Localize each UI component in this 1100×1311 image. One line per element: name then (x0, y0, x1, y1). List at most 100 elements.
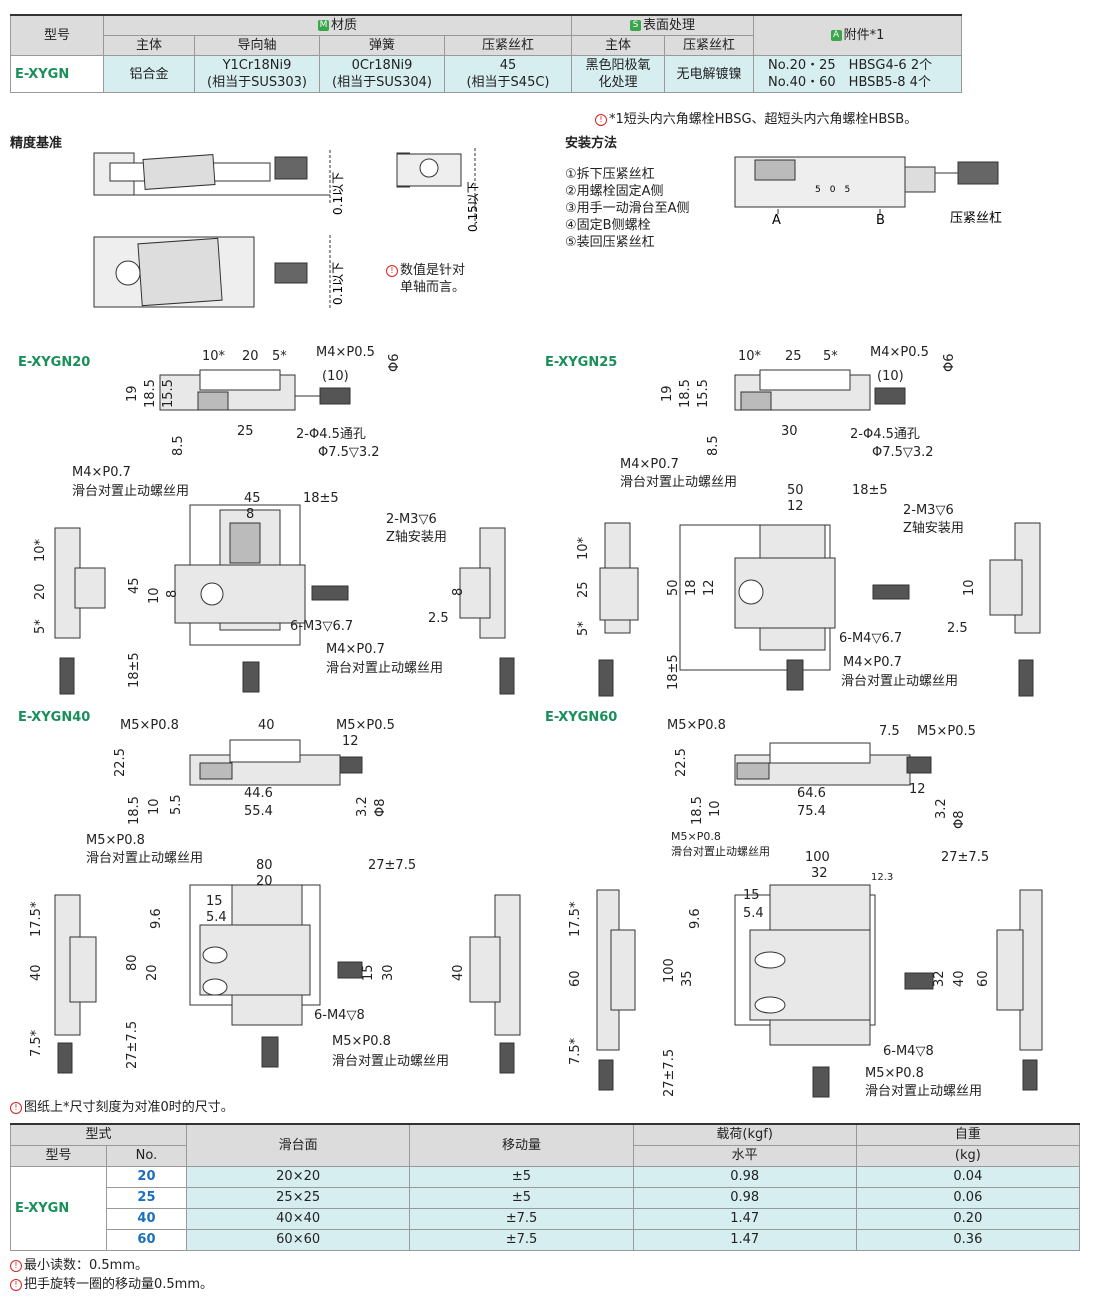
xygn40-phi8: Φ8 (373, 798, 388, 817)
footer-note-2: !把手旋转一圈的移动量0.5mm。 (10, 1275, 213, 1294)
xygn25-v25b: 2.5 (947, 621, 968, 636)
xygn20-d85: 8.5 (171, 435, 186, 456)
precision-diagram: 0.1以下 0.1以下 (93, 150, 410, 310)
data-travel: ±5 (409, 1166, 634, 1188)
xygn60-v40: 40 (952, 970, 967, 987)
xygn20-d10: 10* (202, 349, 226, 364)
xygn60-d275: 27±7.5 (941, 850, 989, 865)
warning-icon: ! (10, 1278, 22, 1291)
xygn25-lock2b: 滑台对置止动螺丝用 (841, 674, 958, 689)
xygn25-d10p: (10) (877, 369, 904, 384)
xygn60-d646: 64.6 (797, 786, 826, 801)
xygn40-v175: 17.5* (29, 901, 44, 937)
precision-note-2: 单轴而言。 (400, 280, 466, 295)
xygn60-d754: 75.4 (797, 804, 826, 819)
xygn40-left-knob-icon (57, 1042, 73, 1074)
precision-top-knob-icon (274, 262, 308, 284)
xygn60-d123: 12.3 (871, 872, 893, 883)
xygn20-v25: 2.5 (428, 611, 449, 626)
xygn40-d40: 40 (258, 718, 275, 733)
spec-guide-1: Y1Cr18Ni9 (222, 58, 292, 73)
xygn40-v75: 7.5* (29, 1029, 44, 1057)
data-no: 60 (106, 1229, 187, 1251)
xygn60-drawing: M5×P0.8 7.5 M5×P0.5 22.5 18.5 10 64.6 75… (568, 718, 1043, 1099)
xygn25-d10: 10* (738, 349, 762, 364)
install-spring (754, 159, 796, 181)
spec-sub-screw: 压紧丝杠 (444, 35, 572, 56)
xygn25-z2: Z轴安装用 (903, 521, 964, 536)
precision-dim-b: 0.15以下 (466, 181, 480, 232)
data-load: 0.98 (632, 1187, 857, 1209)
xygn20-d155: 15.5 (161, 379, 176, 408)
xygn60-right-block (996, 929, 1024, 1011)
xygn20-top-slide (174, 564, 306, 624)
xygn20-z1: 2-M3▽6 (386, 512, 437, 527)
xygn40-d80: 80 (256, 858, 273, 873)
xygn40-lock2b: 滑台对置止动螺丝用 (332, 1054, 449, 1069)
spec-surface-body: 黑色阳极氧化处理 (571, 55, 665, 93)
xygn40-v40: 40 (29, 964, 44, 981)
warning-icon: ! (10, 1259, 22, 1272)
precision-note-line1: !数值是针对 (386, 262, 465, 279)
xygn40-top-slot-icon-2 (202, 978, 228, 996)
xygn20-d5: 5* (272, 349, 287, 364)
xygn25-d25: 25 (785, 349, 802, 364)
warning-icon: ! (10, 1101, 22, 1114)
data-surface: 20×20 (185, 1166, 411, 1188)
xygn60-d185: 18.5 (690, 796, 705, 825)
xygn25-d5: 5* (823, 349, 838, 364)
spec-accessory-1: No.20・25 HBSG4-6 2个 (768, 58, 933, 73)
xygn20-d185: 18.5 (143, 379, 158, 408)
xygn20-top-knob-icon (311, 585, 349, 601)
xygn40-top-knob-icon (337, 961, 363, 979)
xygn60-m5: M5×P0.8 (667, 718, 726, 733)
data-surface: 25×25 (185, 1187, 411, 1209)
footer-note-1: !最小读数：0.5mm。 (10, 1256, 213, 1275)
data-surface: 60×60 (185, 1229, 411, 1251)
xygn20-v8: 8 (165, 590, 180, 598)
xygn40-d446: 44.6 (244, 786, 273, 801)
xygn25-lock1: M4×P0.7 (620, 457, 679, 472)
precision-title: 精度基准 (10, 136, 63, 151)
xygn40-right-block (469, 936, 501, 1003)
data-no: 40 (106, 1208, 187, 1230)
xygn60-d75: 7.5 (879, 724, 900, 739)
data-surface: 40×40 (185, 1208, 411, 1230)
xygn60-d10: 10 (708, 800, 723, 817)
xygn60-d100: 100 (805, 850, 830, 865)
xygn40-lock1b: 滑台对置止动螺丝用 (86, 851, 203, 866)
xygn25-left-knob-icon (598, 659, 614, 697)
xygn25-right-block (989, 559, 1023, 616)
xygn20-v20: 20 (33, 583, 48, 600)
xygn20-title: E-XYGN20 (18, 355, 91, 370)
precision-knob-icon (274, 156, 308, 180)
xygn20-v45: 45 (127, 577, 142, 594)
xygn40-d225: 22.5 (113, 748, 128, 777)
xygn60-v32: 32 (932, 970, 947, 987)
xygn40-front-spring (199, 762, 233, 780)
xygn60-lock2: M5×P0.8 (865, 1066, 924, 1081)
spec-surface-screw: 无电解镀镍 (664, 55, 754, 93)
xygn25-cb: Φ7.5▽3.2 (872, 445, 934, 460)
xygn20-left-block (74, 567, 106, 609)
install-step-5: ⑤装回压紧丝杠 (565, 235, 655, 250)
xygn40-v80: 80 (125, 954, 140, 971)
precision-side-diagram: 0.15以下 (396, 148, 480, 232)
xygn20-m3: 6-M3▽6.7 (290, 619, 353, 634)
xygn25-d185: 18.5 (678, 379, 693, 408)
xygn25-lock1b: 滑台对置止动螺丝用 (620, 475, 737, 490)
precision-dim-c: 0.1以下 (331, 262, 345, 305)
xygn20-left-knob-icon (59, 657, 75, 695)
xygn20-m4: M4×P0.5 (316, 345, 375, 360)
data-header-load-sub: 水平 (632, 1145, 857, 1167)
data-weight: 0.20 (855, 1208, 1081, 1230)
xygn25-left-block (599, 567, 639, 621)
xygn25-top-hole-icon (738, 579, 764, 605)
data-no: 25 (106, 1187, 187, 1209)
xygn25-top-knob-icon (872, 584, 910, 600)
xygn20-top-hole-icon (200, 582, 224, 606)
spec-sub-body: 主体 (103, 35, 195, 56)
